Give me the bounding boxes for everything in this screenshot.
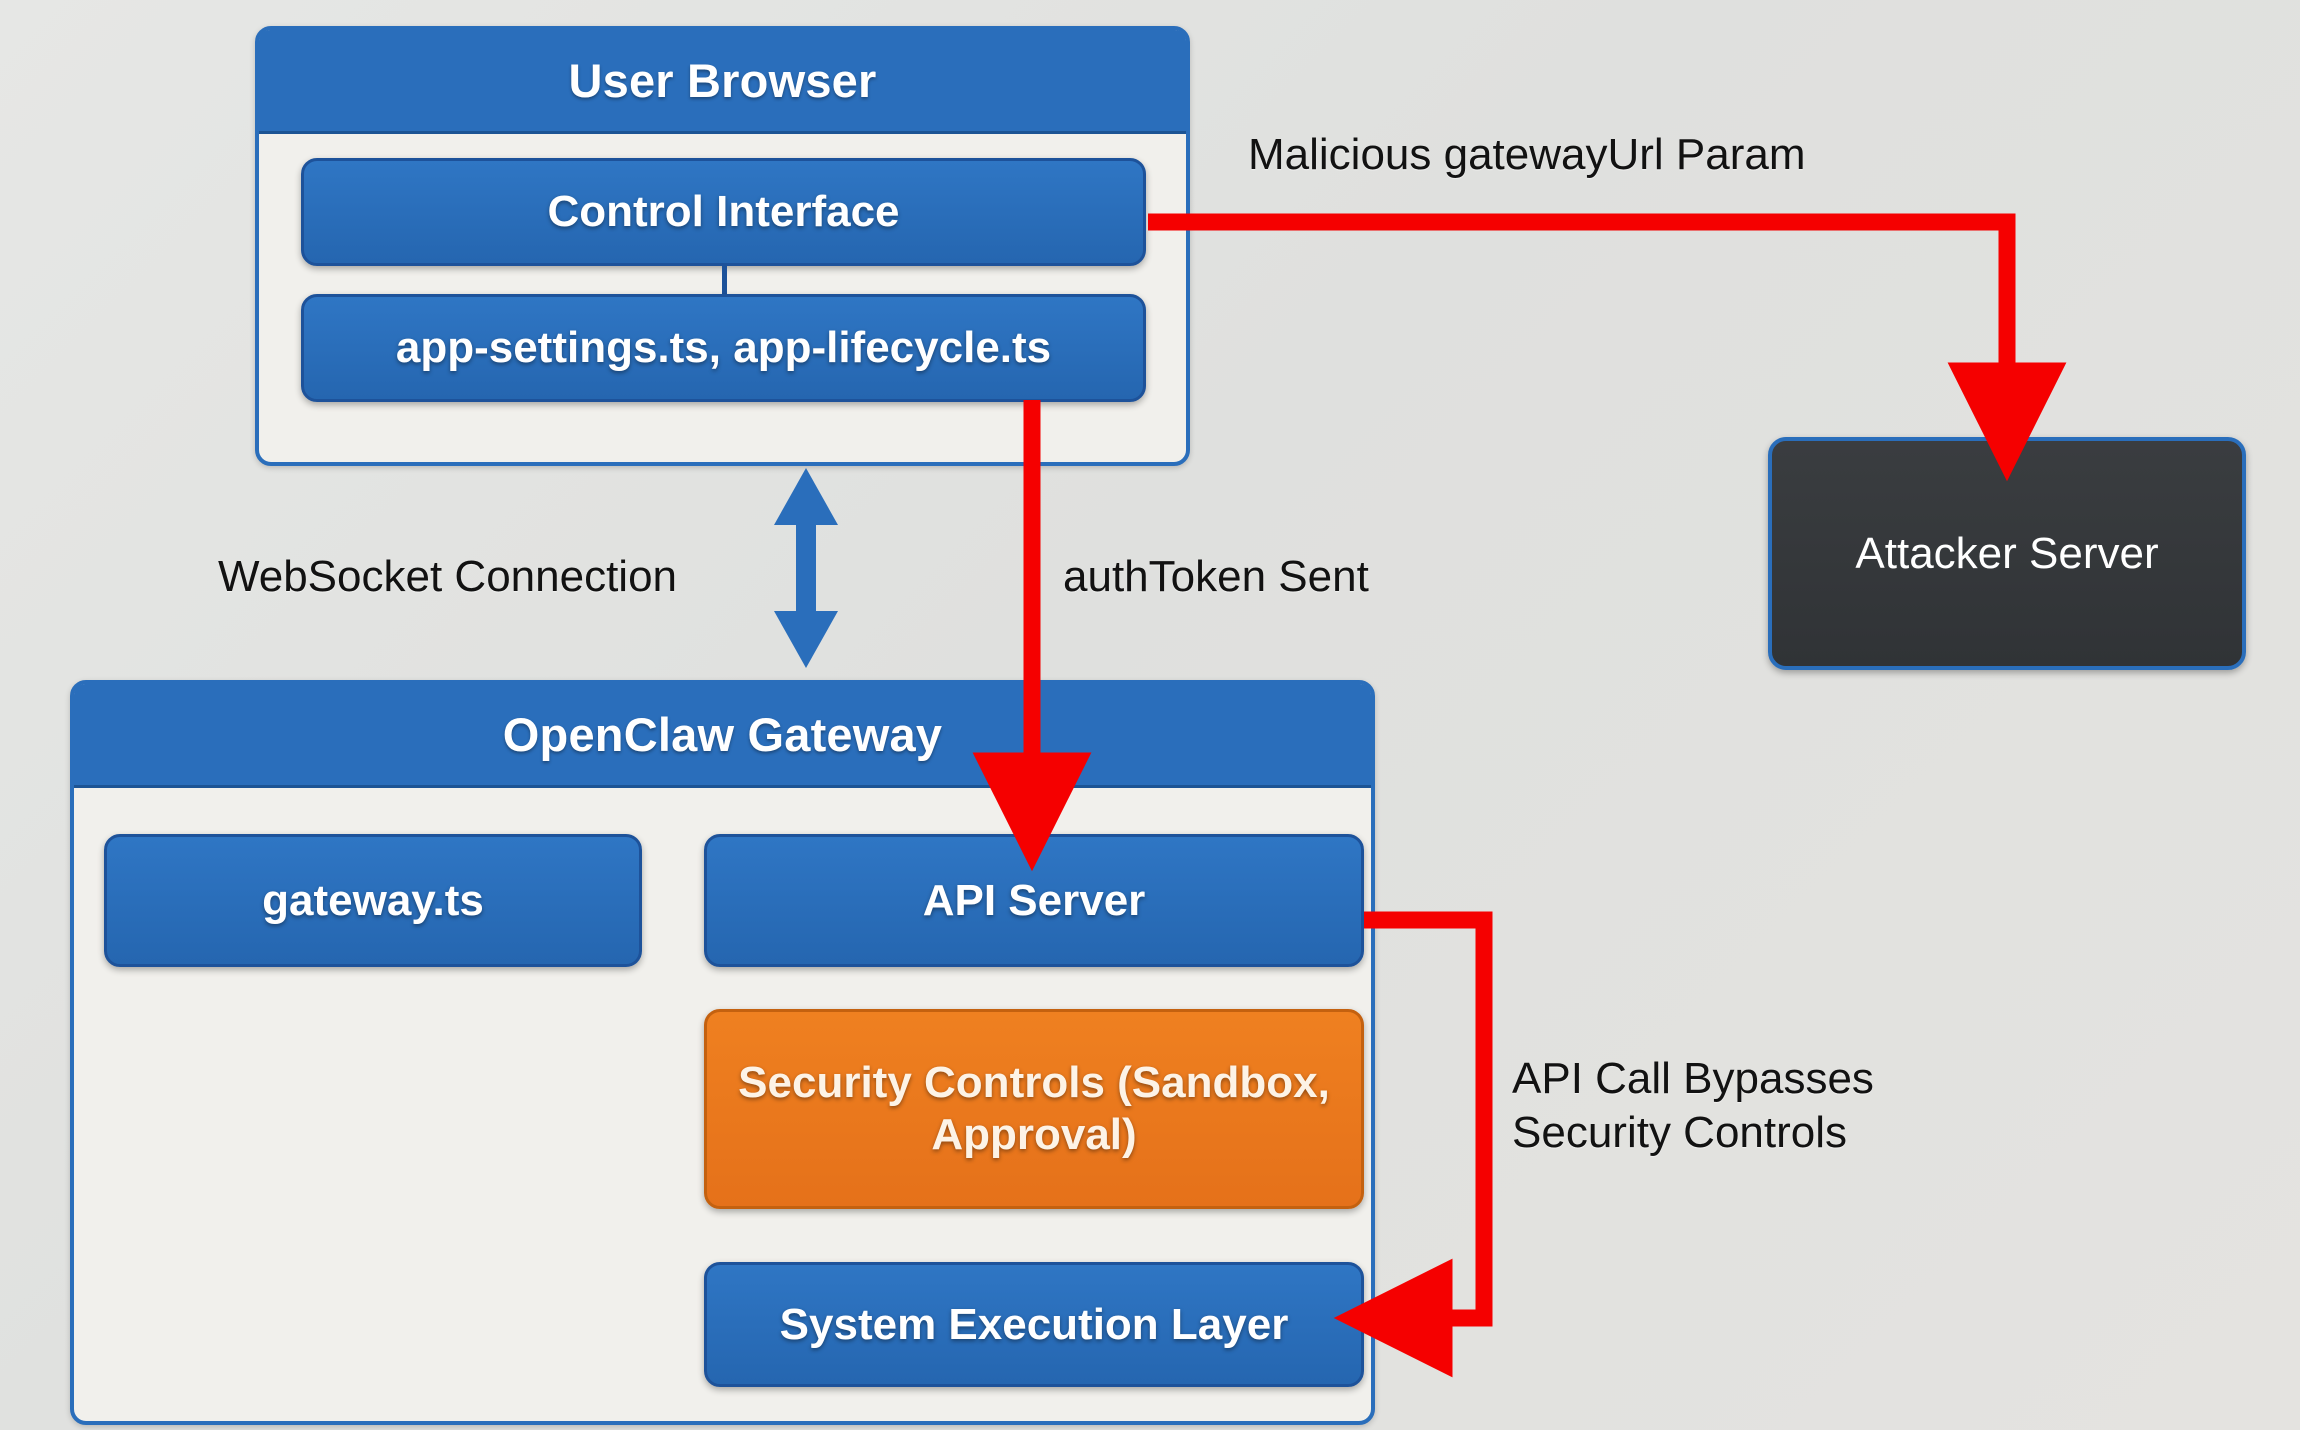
edge-label-malicious-gatewayurl: Malicious gatewayUrl Param — [1248, 130, 1806, 179]
node-control-interface[interactable]: Control Interface — [301, 158, 1146, 266]
user-browser-header: User Browser — [259, 30, 1186, 134]
node-security-controls[interactable]: Security Controls (Sandbox, Approval) — [704, 1009, 1364, 1209]
edge-websocket-connection — [774, 468, 838, 668]
node-api-server[interactable]: API Server — [704, 834, 1364, 967]
user-browser-body: Control Interface app-settings.ts, app-l… — [259, 134, 1186, 463]
openclaw-gateway-group: OpenClaw Gateway gateway.ts API Server S… — [70, 680, 1375, 1425]
node-system-execution-layer[interactable]: System Execution Layer — [704, 1262, 1364, 1387]
edge-label-websocket-connection: WebSocket Connection — [218, 552, 678, 601]
edge-label-api-call-bypass: API Call Bypasses Security Controls — [1512, 1054, 1874, 1157]
user-browser-group: User Browser Control Interface app-setti… — [255, 26, 1190, 466]
edge-api-call-bypass — [1333, 911, 1493, 1378]
node-attacker-server[interactable]: Attacker Server — [1768, 437, 2246, 670]
connector-stub-control-to-settings — [722, 266, 727, 294]
openclaw-gateway-body: gateway.ts API Server Security Controls … — [74, 788, 1371, 1422]
edge-malicious-gatewayurl — [1148, 213, 2067, 482]
openclaw-gateway-header: OpenClaw Gateway — [74, 684, 1371, 788]
node-app-settings[interactable]: app-settings.ts, app-lifecycle.ts — [301, 294, 1146, 402]
node-gateway-ts[interactable]: gateway.ts — [104, 834, 642, 967]
edge-label-authtoken-sent: authToken Sent — [1063, 552, 1369, 601]
